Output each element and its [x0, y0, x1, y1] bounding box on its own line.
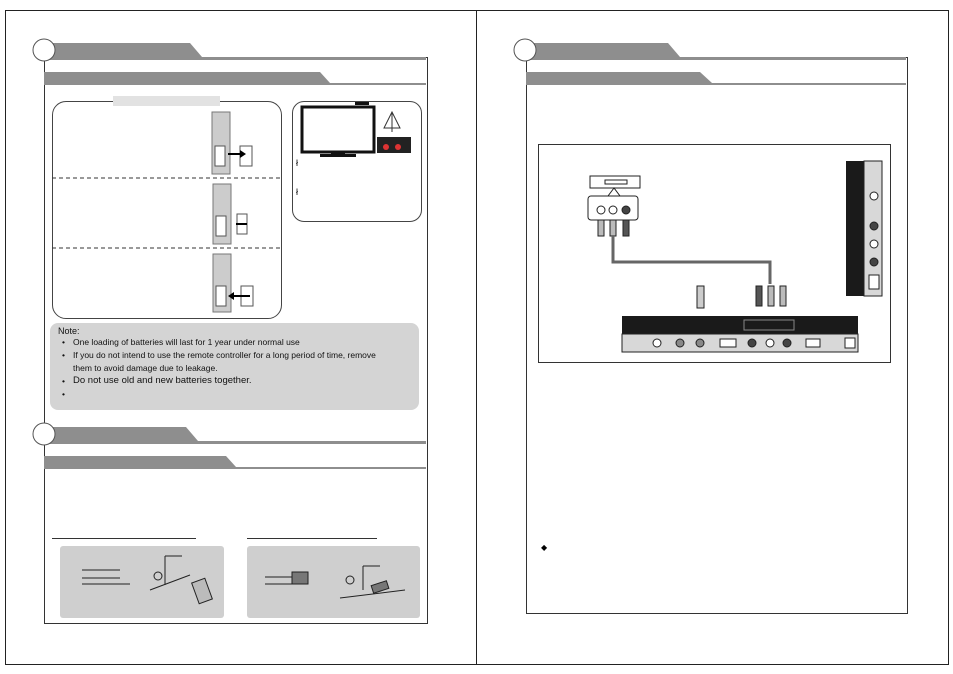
note-item-2-cont: them to avoid damage due to leakage.: [73, 363, 218, 373]
page-divider: [476, 10, 477, 664]
antenna-underline-2: [247, 538, 377, 539]
battery-panel-title-bar: [113, 96, 220, 106]
note-item-2: If you do not intend to use the remote c…: [73, 350, 376, 360]
tv-range-panel: [292, 101, 422, 222]
tv-note-bullet-2: ł: [296, 187, 298, 197]
tv-note-bullet-1: ł: [296, 158, 298, 168]
note-heading: Note:: [58, 326, 80, 336]
note-bullet: •: [62, 389, 65, 399]
right-note-bullet: ◆: [541, 543, 548, 552]
av-connection-diagram: [538, 144, 891, 363]
battery-note-box: Note: • One loading of batteries will la…: [50, 323, 419, 410]
page-frame: [5, 10, 949, 665]
note-item-3: Do not use old and new batteries togethe…: [73, 375, 252, 386]
antenna-panel-2: [247, 546, 420, 618]
note-bullet: •: [62, 337, 65, 347]
antenna-underline-1: [52, 538, 196, 539]
note-item-1: One loading of batteries will last for 1…: [73, 337, 300, 347]
note-bullet: •: [62, 350, 65, 360]
note-bullet: •: [62, 376, 65, 386]
